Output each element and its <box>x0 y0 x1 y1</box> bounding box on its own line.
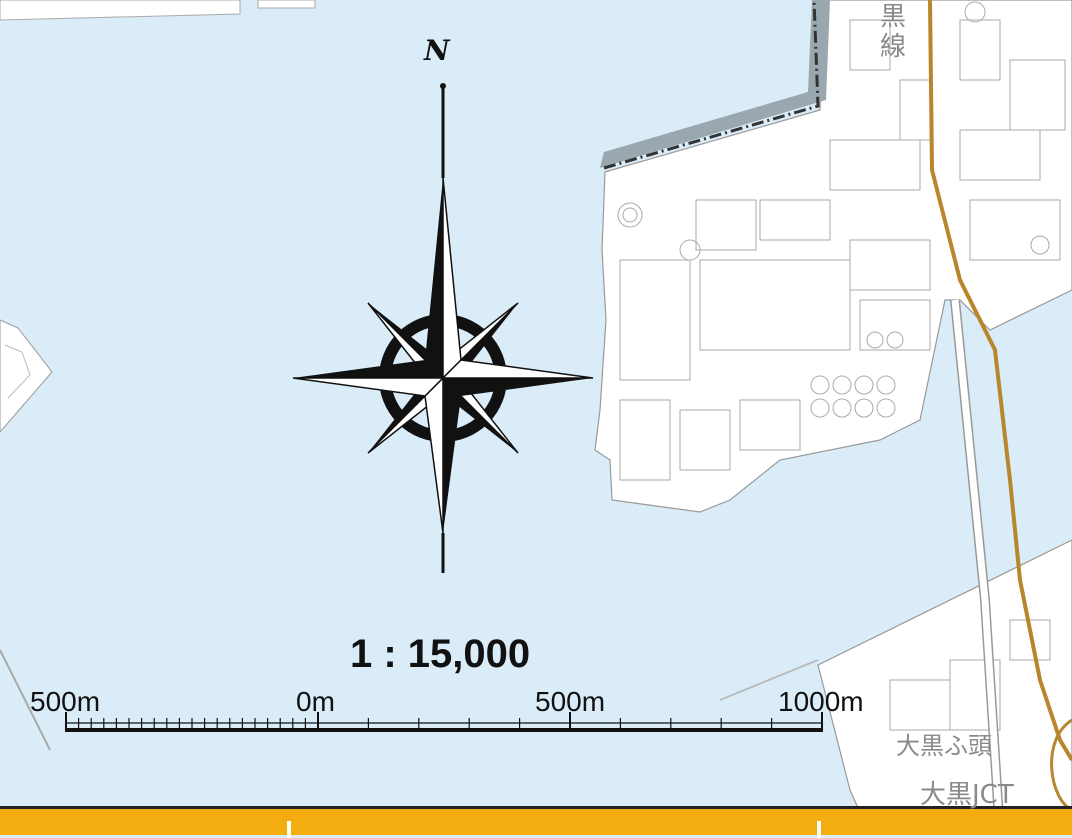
land-lower-right <box>817 539 1072 835</box>
pier-shadow <box>600 0 830 168</box>
scale-tick-label-mid: 500m <box>535 686 606 717</box>
pier-edge <box>603 0 820 170</box>
scale-tick-label-left: 500m <box>30 686 101 717</box>
scale-ratio: 1 : 15,000 <box>350 632 531 676</box>
scale-tick-label-zero: 0m <box>296 686 335 717</box>
buildings-main <box>617 1 1066 481</box>
compass-needle-tip <box>440 83 446 89</box>
bridge-corridor-inner <box>951 299 1004 835</box>
expressway-road <box>928 0 1072 762</box>
compass-diagonals <box>367 302 519 454</box>
land-main-island <box>594 0 1072 513</box>
scale-tick-label-right: 1000m <box>778 686 864 717</box>
breakwater-left <box>0 649 51 751</box>
compass-cardinals <box>292 177 594 534</box>
compass-rose <box>292 83 594 573</box>
rail-line-label-bottom: 線 <box>880 32 907 62</box>
daikoku-jct-label: 大黒JCT <box>920 780 1014 810</box>
land-top-left <box>0 0 241 21</box>
breakwater-mid <box>719 659 819 701</box>
land-top-mid <box>257 0 316 9</box>
daikoku-pier-label: 大黒ふ頭 <box>896 732 992 760</box>
land-left-island-detail <box>4 344 31 399</box>
rail-line-label-top: 黒 <box>880 2 907 32</box>
expressway-ramp <box>1050 718 1072 812</box>
scale-bar <box>65 712 823 732</box>
frame-tick-1 <box>287 821 291 838</box>
north-label: N <box>424 34 450 67</box>
map-frame-bar <box>0 806 1072 838</box>
frame-tick-2 <box>817 821 821 838</box>
